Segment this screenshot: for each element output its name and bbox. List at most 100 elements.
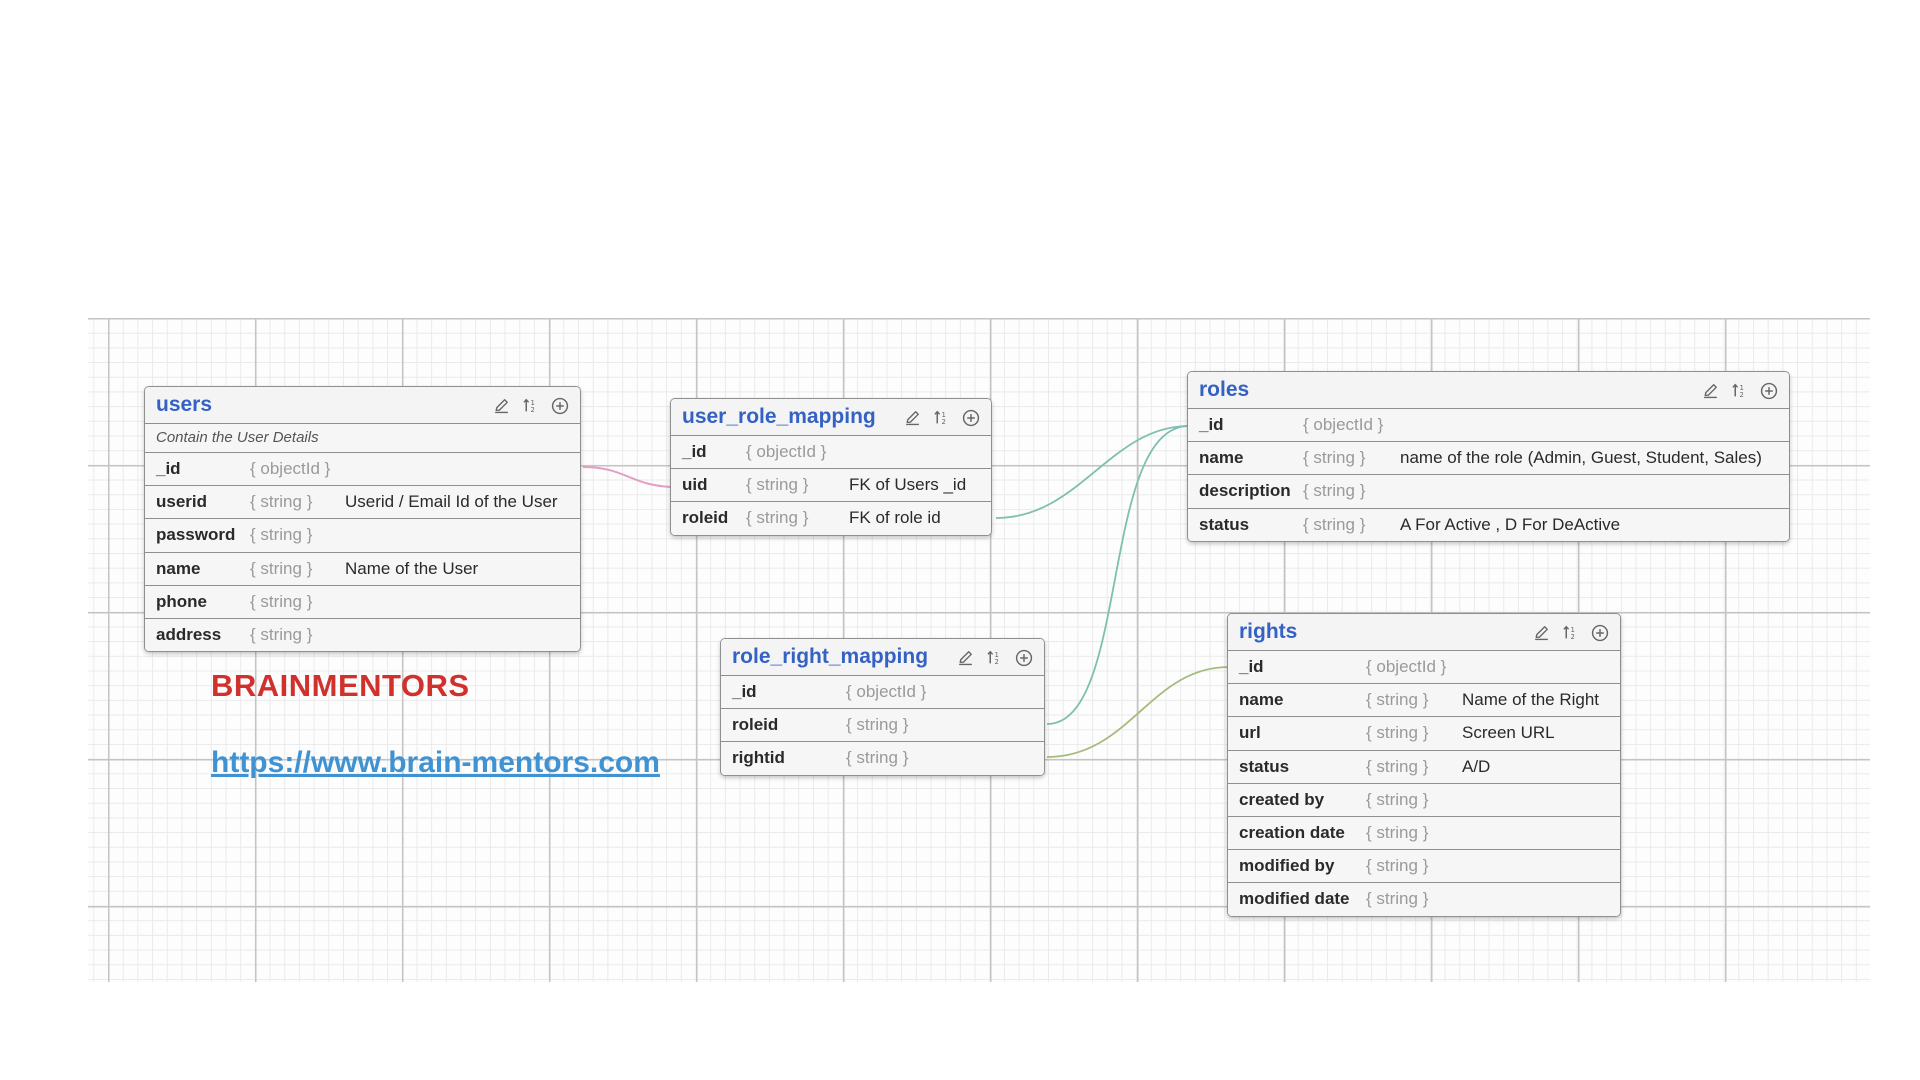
field-name: userid	[156, 492, 208, 512]
field-row[interactable]: phone{ string }	[145, 585, 580, 619]
add-circle-icon[interactable]	[549, 395, 570, 416]
field-type: { string }	[1366, 889, 1429, 909]
field-row[interactable]: status{ string }A/D	[1228, 750, 1620, 784]
pencil-icon[interactable]	[955, 647, 976, 668]
svg-text:2: 2	[942, 418, 946, 426]
svg-text:2: 2	[531, 406, 535, 414]
field-name: phone	[156, 591, 207, 611]
table-title[interactable]: roles	[1199, 378, 1250, 401]
field-name: _id	[156, 459, 181, 478]
brand-name: BRAINMENTORS	[211, 668, 470, 703]
field-row[interactable]: name{ string }Name of the Right	[1228, 684, 1620, 718]
field-note: Userid / Email Id of the User	[345, 492, 558, 512]
field-type: { string }	[1366, 789, 1429, 809]
field-row[interactable]: rightid{ string }	[721, 742, 1044, 775]
field-row[interactable]: _id{ objectId }	[671, 436, 991, 470]
field-name: rightid	[732, 748, 785, 768]
field-name: created by	[1239, 789, 1325, 809]
field-row[interactable]: _id{ objectId }	[1188, 409, 1789, 443]
pencil-icon[interactable]	[1531, 622, 1552, 643]
svg-text:1: 1	[1571, 626, 1575, 634]
svg-text:1: 1	[942, 411, 946, 419]
field-name: _id	[682, 442, 707, 461]
field-list: _id { objectId } roleid { string } rightid{ …	[721, 676, 1044, 775]
table-title[interactable]: user_role_mapping	[682, 405, 876, 428]
field-row[interactable]: status{ string }A For Active , D For DeA…	[1188, 508, 1789, 541]
pencil-icon[interactable]	[902, 407, 923, 428]
field-row[interactable]: url{ string }Screen URL	[1228, 717, 1620, 751]
field-name: status	[1239, 756, 1290, 776]
field-type: { string }	[250, 492, 313, 512]
field-row[interactable]: creation date{ string }	[1228, 816, 1620, 851]
field-note: FK of Users _id	[849, 475, 967, 495]
svg-text:2: 2	[995, 658, 999, 666]
field-row[interactable]: roleid { string }	[721, 709, 1044, 743]
field-type: { string }	[1303, 514, 1366, 534]
field-row[interactable]: modified date{ string }	[1228, 883, 1620, 916]
add-circle-icon[interactable]	[1013, 647, 1034, 668]
field-note: A/D	[1462, 756, 1491, 776]
field-row[interactable]: _id { objectId }	[145, 453, 580, 487]
field-row[interactable]: password{ string }	[145, 519, 580, 553]
svg-text:2: 2	[1571, 633, 1575, 641]
field-type: { string }	[746, 508, 809, 528]
field-note: FK of role id	[849, 508, 941, 528]
website-link[interactable]: https://www.brain-mentors.com	[211, 746, 660, 779]
field-name: description	[1199, 481, 1291, 501]
field-type: { string }	[1366, 723, 1429, 743]
field-type: { string }	[1303, 481, 1366, 501]
field-list: _id{ objectId }name{ string }Name of the…	[1228, 651, 1620, 916]
pencil-icon[interactable]	[1700, 380, 1721, 401]
field-row[interactable]: created by { string }	[1228, 783, 1620, 817]
field-name: _id	[732, 682, 757, 701]
field-type: { string }	[1366, 856, 1429, 876]
pencil-icon[interactable]	[491, 395, 512, 416]
field-row[interactable]: address{ string }	[145, 618, 580, 652]
table-title[interactable]: rights	[1239, 620, 1298, 643]
field-name: _id	[1199, 415, 1224, 434]
field-row[interactable]: _id { objectId }	[721, 676, 1044, 710]
table-title[interactable]: users	[156, 393, 213, 416]
field-type: { objectId }	[250, 459, 331, 478]
field-row[interactable]: name{ string }name of the role (Admin, G…	[1188, 442, 1789, 476]
add-circle-icon[interactable]	[1758, 380, 1779, 401]
add-circle-icon[interactable]	[1589, 622, 1610, 643]
table-title[interactable]: role_right_mapping	[732, 645, 929, 668]
field-type: { string }	[1366, 690, 1429, 710]
field-row[interactable]: uid{ string }FK of Users _id	[671, 469, 991, 503]
field-row[interactable]: userid { string } Userid / Email Id of the…	[145, 486, 580, 520]
add-circle-icon[interactable]	[960, 407, 981, 428]
field-type: { string }	[746, 475, 809, 495]
field-type: { string }	[846, 715, 909, 735]
field-row[interactable]: description { string }	[1188, 475, 1789, 509]
field-name: roleid	[732, 715, 779, 735]
svg-text:1: 1	[1740, 384, 1744, 392]
field-row[interactable]: _id{ objectId }	[1228, 651, 1620, 685]
field-type: { objectId }	[846, 682, 927, 701]
svg-text:2: 2	[1740, 391, 1744, 399]
field-row[interactable]: name{ string }Name of the User	[145, 552, 580, 586]
field-name: url	[1239, 723, 1261, 743]
field-row[interactable]: modified by{ string }	[1228, 850, 1620, 884]
field-row[interactable]: roleid{ string }FK of role id	[671, 502, 991, 535]
field-list: _id { objectId } userid { string } Userid / …	[145, 453, 580, 652]
